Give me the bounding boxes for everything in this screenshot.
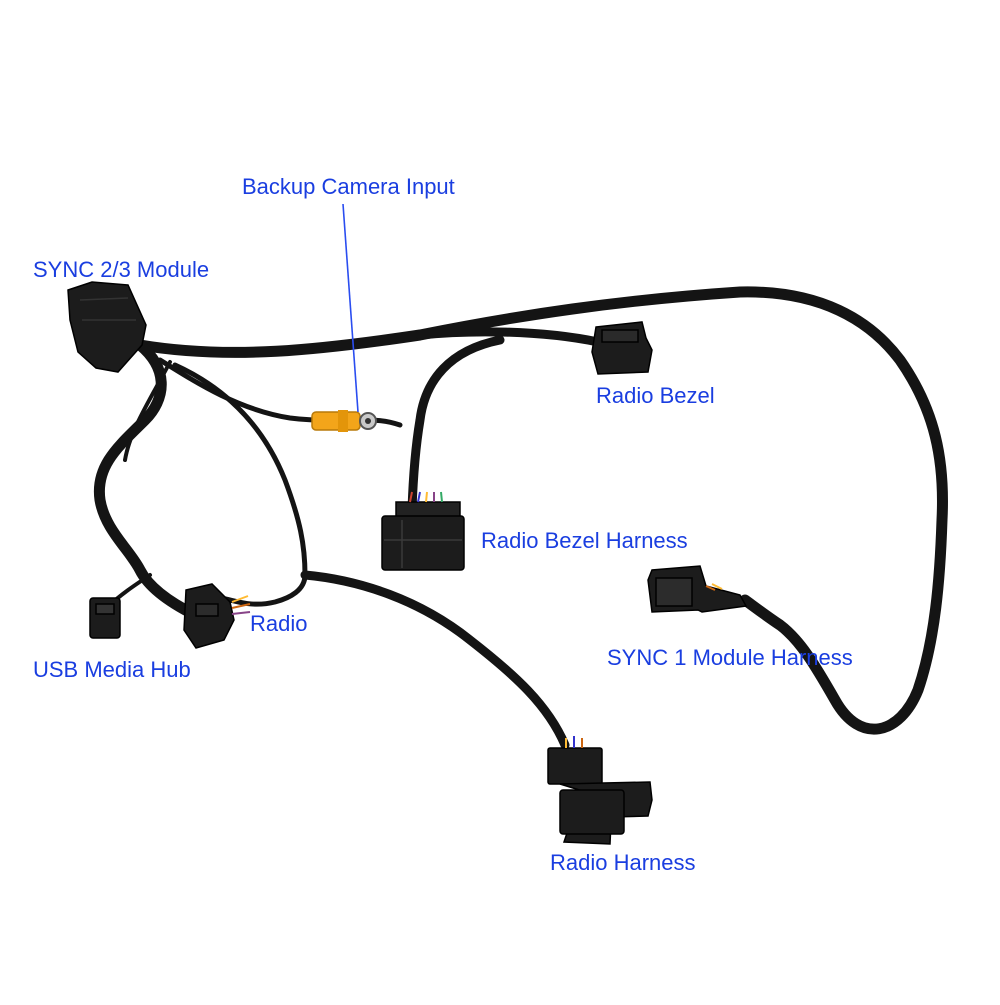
radio-bezel-harness-connector bbox=[381, 501, 465, 571]
backup-camera-pointer bbox=[342, 203, 359, 413]
radio-harness-cable bbox=[300, 570, 570, 750]
label-radio-harness: Radio Harness bbox=[550, 850, 696, 875]
label-backup-camera-input: Backup Camera Input bbox=[242, 174, 455, 199]
label-sync-23-module: SYNC 2/3 Module bbox=[33, 257, 210, 282]
label-usb-media-hub: USB Media Hub bbox=[33, 657, 191, 682]
sync-23-module-connector bbox=[67, 281, 147, 373]
center-wire bbox=[123, 360, 172, 462]
label-radio-bezel: Radio Bezel bbox=[596, 383, 715, 408]
rca-plug bbox=[311, 410, 377, 432]
radio-bezel-harness-cable bbox=[407, 335, 505, 515]
radio-bezel-connector bbox=[591, 321, 653, 375]
sync-1-harness-connector bbox=[647, 565, 748, 613]
usb-media-hub-connector bbox=[89, 597, 121, 639]
label-radio: Radio bbox=[250, 611, 308, 636]
radio-wire bbox=[172, 362, 308, 607]
label-radio-bezel-harness: Radio Bezel Harness bbox=[481, 528, 688, 553]
usb-loom-cable bbox=[93, 339, 201, 621]
label-sync-1-module-harness: SYNC 1 Module Harness bbox=[607, 645, 853, 670]
radio-connector bbox=[183, 583, 235, 649]
radio-bezel-cable bbox=[415, 327, 603, 347]
radio-harness-connector bbox=[547, 747, 653, 845]
